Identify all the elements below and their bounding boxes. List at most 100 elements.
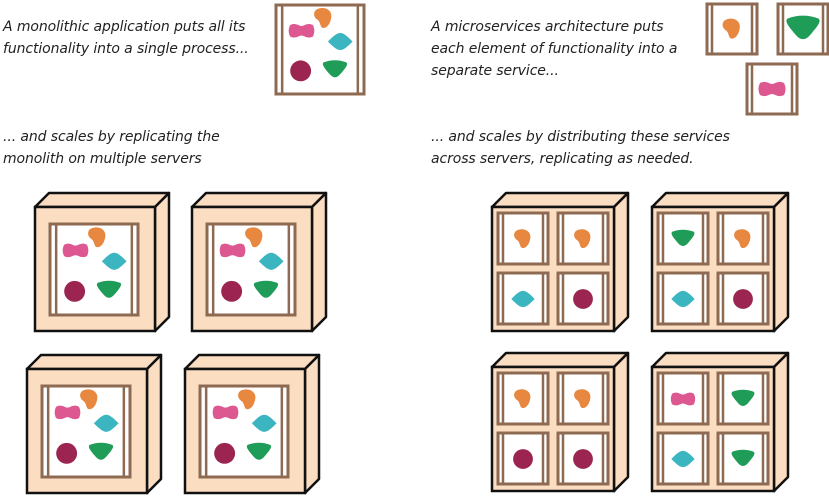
caption-line: functionality into a single process... (3, 41, 249, 57)
teal-function-shape (101, 252, 127, 270)
maroon-circle (221, 280, 243, 302)
teal-function-shape (251, 414, 277, 432)
maroon-function-shape (64, 280, 86, 302)
teal-function-shape (258, 252, 284, 270)
teal-function-shape (327, 32, 353, 51)
orange-blob (245, 227, 263, 248)
pink-function-shape (219, 243, 246, 258)
server-side-face (153, 191, 171, 333)
server-top-face (490, 351, 630, 369)
maroon-circle (573, 289, 593, 309)
monolith-process (198, 384, 290, 479)
orange-function-shape (245, 227, 263, 248)
server-side-face (612, 351, 630, 493)
orange-function-shape (574, 229, 591, 249)
teal-blob (327, 32, 353, 51)
microservice-process (716, 271, 770, 326)
green-blob (731, 449, 755, 466)
microservice-process (556, 371, 610, 426)
green-function-shape (246, 442, 272, 460)
monolith-server (183, 353, 321, 495)
maroon-circle (573, 449, 593, 469)
teal-function-shape (93, 414, 119, 432)
teal-blob (258, 252, 284, 270)
orange-blob (514, 389, 531, 409)
orange-blob (514, 229, 531, 249)
maroon-circle (214, 442, 236, 464)
server-side-face (303, 353, 321, 495)
pink-blob (288, 24, 315, 38)
microservice-process (556, 431, 610, 486)
microservice-process (716, 431, 770, 486)
maroon-circle (64, 280, 86, 302)
teal-blob (671, 450, 695, 468)
pink-function-shape (288, 24, 315, 38)
green-blob (731, 389, 755, 406)
caption-line: A monolithic application puts all its (3, 19, 246, 35)
pink-blob (54, 405, 81, 420)
monolith-scale-caption: ... and scales by replicating the monoli… (3, 126, 220, 170)
orange-blob (734, 229, 751, 249)
orange-blob (88, 227, 106, 248)
teal-blob (511, 290, 535, 308)
pink-blob (62, 243, 89, 258)
green-function-shape (96, 280, 122, 298)
monolith-server (25, 353, 163, 495)
caption-line: each element of functionality into a (431, 41, 678, 57)
orange-function-shape (574, 389, 591, 409)
microservice-process (496, 431, 550, 486)
orange-blob (314, 8, 332, 28)
microservice-process (656, 211, 710, 266)
maroon-function-shape (221, 280, 243, 302)
maroon-function-shape (733, 289, 753, 309)
caption-line: ... and scales by distributing these ser… (431, 129, 730, 145)
server-side-face (772, 191, 790, 333)
microservice-process (745, 62, 799, 116)
teal-function-shape (511, 290, 535, 308)
teal-blob (93, 414, 119, 432)
process-border (556, 211, 610, 266)
teal-blob (671, 290, 695, 308)
green-function-shape (786, 15, 820, 40)
pink-blob (219, 243, 246, 258)
server-side-face (145, 353, 163, 495)
maroon-function-shape (573, 449, 593, 469)
green-blob (246, 442, 272, 460)
microservice-process (716, 211, 770, 266)
orange-blob (722, 18, 740, 39)
microservice-server (650, 351, 790, 493)
microservice-process (556, 271, 610, 326)
maroon-circle (513, 449, 533, 469)
microservice-process (776, 2, 829, 56)
microservice-process (716, 371, 770, 426)
server-top-face (183, 353, 321, 371)
microservice-process (496, 271, 550, 326)
orange-function-shape (722, 18, 740, 39)
monolith-server (33, 191, 171, 333)
monolith-server (190, 191, 328, 333)
maroon-function-shape (290, 60, 312, 82)
monolith-process (205, 222, 297, 317)
micro-intro-caption: A microservices architecture puts each e… (431, 16, 677, 82)
green-function-shape (88, 442, 114, 460)
pink-function-shape (758, 81, 786, 97)
microservice-process (556, 211, 610, 266)
orange-blob (80, 389, 98, 410)
server-top-face (650, 191, 790, 209)
pink-function-shape (670, 392, 696, 406)
microservice-server (490, 191, 630, 333)
maroon-function-shape (513, 449, 533, 469)
server-side-face (772, 351, 790, 493)
server-top-face (190, 191, 328, 209)
pink-function-shape (54, 405, 81, 420)
caption-line: across servers, replicating as needed. (431, 151, 694, 167)
caption-line: monolith on multiple servers (3, 151, 202, 167)
maroon-circle (733, 289, 753, 309)
green-function-shape (322, 60, 348, 78)
maroon-function-shape (573, 289, 593, 309)
microservice-server (650, 191, 790, 333)
orange-function-shape (734, 229, 751, 249)
maroon-function-shape (214, 442, 236, 464)
green-function-shape (731, 449, 755, 466)
